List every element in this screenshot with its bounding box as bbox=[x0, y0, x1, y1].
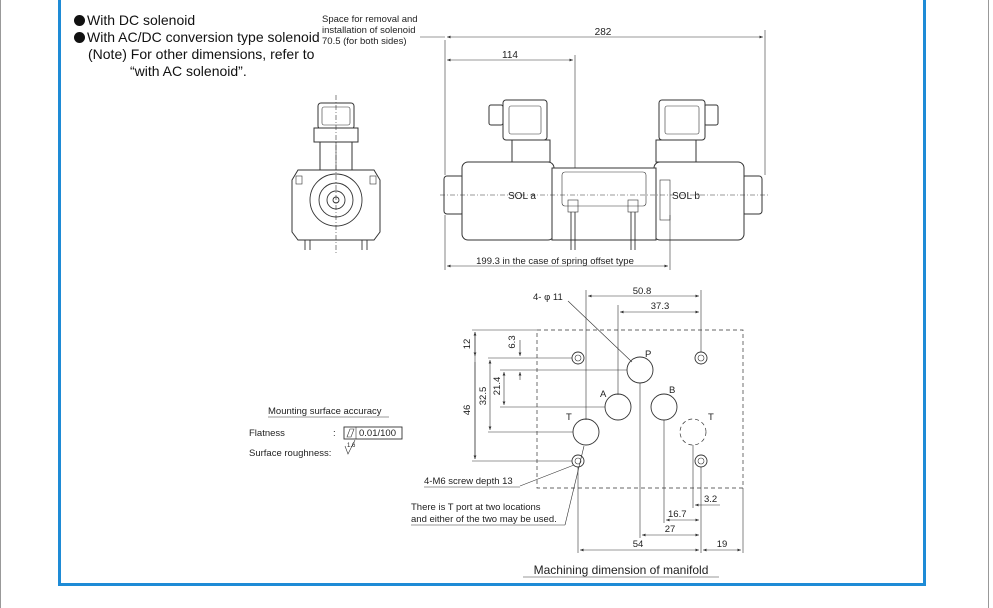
bullet-icon bbox=[74, 32, 85, 43]
note-ac: “with AC solenoid”. bbox=[130, 63, 247, 79]
roughness-label: Surface roughness: bbox=[249, 448, 331, 459]
t-note-2: and either of the two may be used. bbox=[411, 514, 557, 525]
notes-block: With DC solenoid With AC/DC conversion t… bbox=[74, 12, 320, 80]
roughness-symbol-icon bbox=[344, 439, 356, 455]
note-acdc: With AC/DC conversion type solenoid bbox=[74, 29, 320, 46]
dim-50-8: 50.8 bbox=[633, 286, 652, 297]
dim-19: 19 bbox=[717, 539, 728, 550]
dim-3-2: 3.2 bbox=[704, 494, 717, 505]
note-dc-text: With DC solenoid bbox=[87, 12, 196, 28]
page-left-edge bbox=[0, 0, 1, 608]
screw-label: 4-M6 screw depth 13 bbox=[424, 476, 513, 487]
dim-16-7: 16.7 bbox=[668, 509, 687, 520]
dim-37-3: 37.3 bbox=[651, 301, 670, 312]
dim-199-3: 199.3 in the case of spring offset type bbox=[476, 256, 634, 267]
flatness-colon: : bbox=[333, 428, 336, 439]
sol-b-label: SOL b bbox=[672, 191, 700, 202]
dim-27: 27 bbox=[665, 524, 676, 535]
page-right-edge bbox=[988, 0, 989, 608]
flatness-value: 0.01/100 bbox=[359, 428, 396, 439]
roughness-value: 1.6 bbox=[347, 443, 356, 449]
side-view bbox=[291, 95, 381, 255]
dim-46: 46 bbox=[462, 405, 473, 416]
flatness-symbol-icon bbox=[346, 428, 355, 438]
manifold-drawing: P A B T T 12 6.3 32.5 21.4 46 50.8 37.3 … bbox=[411, 286, 744, 578]
dim-114: 114 bbox=[502, 50, 518, 61]
dim-12: 12 bbox=[462, 339, 473, 350]
dim-54: 54 bbox=[633, 539, 644, 550]
bullet-icon bbox=[74, 15, 85, 26]
dim-32-5: 32.5 bbox=[478, 387, 489, 406]
space-note-3: 70.5 (for both sides) bbox=[322, 36, 407, 47]
accuracy-title: Mounting surface accuracy bbox=[268, 406, 382, 417]
t-note-1: There is T port at two locations bbox=[411, 502, 541, 513]
hole-label: 4- φ 11 bbox=[533, 292, 563, 303]
port-b: B bbox=[669, 385, 675, 396]
dim-21-4: 21.4 bbox=[492, 377, 503, 396]
port-p: P bbox=[645, 349, 651, 360]
top-view: 282 114 Space for removal and installati… bbox=[322, 14, 770, 270]
port-t-left: T bbox=[566, 412, 572, 423]
manifold-title: Machining dimension of manifold bbox=[534, 563, 709, 577]
note-dc: With DC solenoid bbox=[74, 12, 320, 29]
dim-6-3: 6.3 bbox=[507, 335, 518, 348]
sol-a-label: SOL a bbox=[508, 191, 536, 202]
space-note-1: Space for removal and bbox=[322, 14, 418, 25]
flatness-label: Flatness bbox=[249, 428, 285, 439]
port-a: A bbox=[600, 389, 607, 400]
dim-282: 282 bbox=[595, 27, 612, 38]
space-note-2: installation of solenoid bbox=[322, 25, 415, 36]
drawing-panel bbox=[58, 0, 926, 586]
port-t-right: T bbox=[708, 412, 714, 423]
note-refer: (Note) For other dimensions, refer to bbox=[88, 46, 315, 62]
note-acdc-text: With AC/DC conversion type solenoid bbox=[87, 29, 320, 45]
accuracy-block: Mounting surface accuracy Flatness : 0.0… bbox=[249, 406, 403, 459]
